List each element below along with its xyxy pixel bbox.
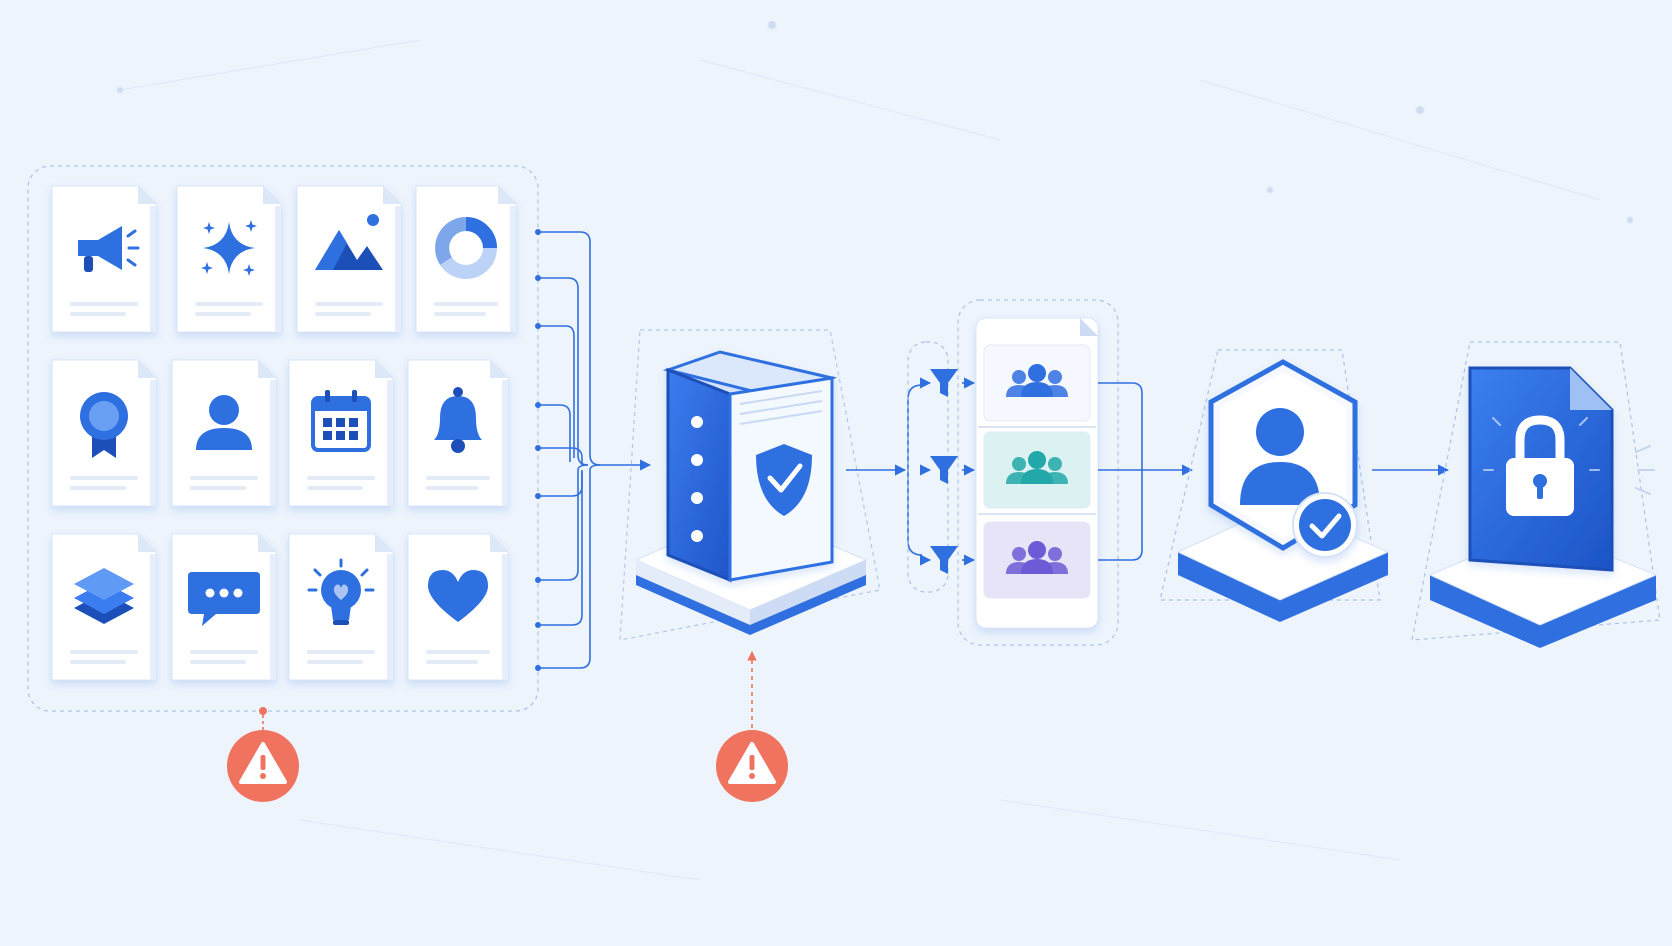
filter-column [919, 369, 976, 574]
calendar-icon [311, 390, 371, 452]
document-card [171, 359, 277, 507]
mountain-image-icon [315, 214, 383, 270]
warning-source-documents [227, 707, 299, 802]
document-card [51, 359, 157, 507]
database-to-filters-connector [846, 384, 923, 556]
layers-icon [74, 568, 134, 624]
check-badge-icon [1292, 492, 1358, 558]
locked-document [1468, 366, 1614, 572]
grid-connectors [535, 229, 652, 671]
filter-icon [930, 456, 958, 484]
document-card [288, 533, 394, 681]
audience-groups [978, 344, 1096, 599]
warning-icon [227, 730, 299, 802]
filter-icon [930, 369, 958, 397]
donut-chart-icon [435, 217, 497, 279]
document-card [407, 359, 509, 507]
group-icon [1006, 451, 1068, 484]
user-icon [1240, 408, 1320, 505]
warning-icon [716, 730, 788, 802]
filter-icon [930, 546, 958, 574]
document-sources-panel [27, 165, 539, 712]
document-card [51, 185, 157, 333]
audience-filters-panel [907, 299, 1119, 646]
document-grid [51, 185, 517, 681]
award-ribbon-icon [80, 392, 128, 458]
group-icon [1006, 364, 1068, 397]
secure-database-node [619, 329, 881, 641]
verified-identity-node [1159, 349, 1390, 622]
background-network [116, 20, 1634, 881]
shield-check-icon [756, 444, 812, 516]
bell-icon [434, 387, 482, 453]
padlock-icon [1506, 415, 1574, 516]
megaphone-icon [78, 226, 140, 272]
group-icon [1006, 541, 1068, 574]
document-card [171, 533, 277, 681]
filters-to-identity-connector [1098, 382, 1194, 561]
document-card [415, 185, 517, 333]
document-card [296, 185, 402, 333]
document-card [51, 533, 157, 681]
heart-icon [428, 570, 488, 622]
warning-database [716, 651, 788, 802]
audience-group-tile [978, 431, 1096, 515]
sparkle-icon [201, 220, 257, 276]
document-card [288, 359, 394, 507]
document-card [176, 185, 282, 333]
chat-bubble-icon [188, 572, 260, 626]
document-card [407, 533, 509, 681]
lightbulb-icon [307, 558, 375, 625]
user-icon [196, 395, 252, 450]
audience-group-tile [983, 521, 1091, 599]
audience-group-tile [978, 344, 1096, 428]
locked-document-node [1411, 341, 1661, 648]
identity-hexagon [1208, 359, 1358, 558]
database-server [662, 350, 838, 583]
